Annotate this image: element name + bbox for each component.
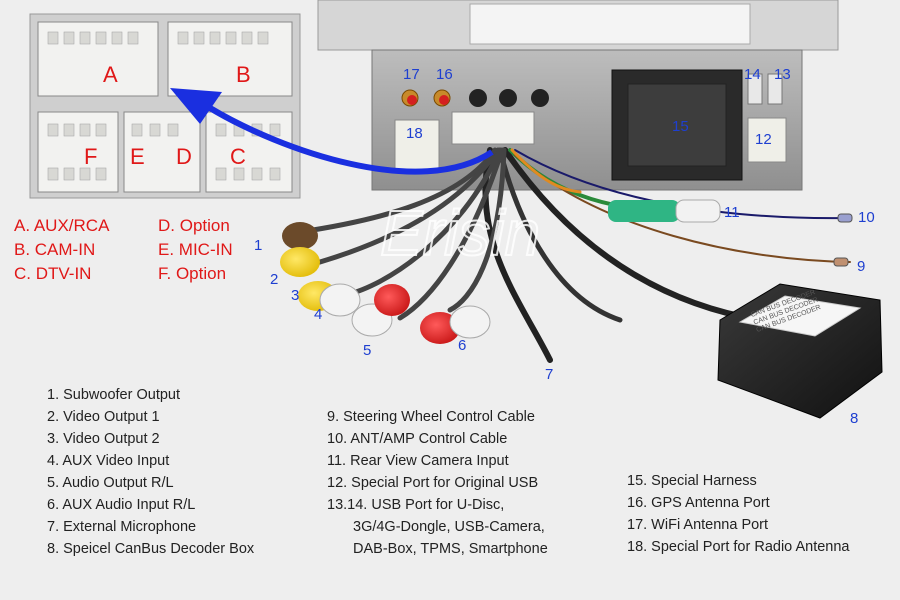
list-item: 6. AUX Audio Input R/L: [47, 497, 196, 513]
connector-label-c: C: [230, 144, 246, 169]
list-item: 4. AUX Video Input: [47, 453, 170, 469]
callout-11: 11: [724, 204, 740, 221]
list-item: DAB-Box, TPMS, Smartphone: [353, 541, 548, 557]
list-item: 1. Subwoofer Output: [47, 387, 180, 403]
callout-2: 2: [270, 271, 279, 288]
legend-d: D. Option: [158, 216, 230, 235]
sensor-leads: [833, 213, 853, 267]
callout-12: 12: [755, 131, 772, 148]
legend-list-1: 1. Subwoofer Output 2. Video Output 1 3.…: [47, 384, 254, 560]
callout-10: 10: [858, 209, 875, 226]
list-item: 10. ANT/AMP Control Cable: [327, 431, 508, 447]
list-item: 8. Speicel CanBus Decoder Box: [47, 541, 255, 557]
head-unit: [317, 0, 839, 191]
callout-17: 17: [403, 66, 420, 83]
connector-legend-left: A. AUX/RCA B. CAM-IN C. DTV-IN: [14, 214, 109, 286]
connector-label-e: E: [130, 144, 145, 169]
list-item: 16. GPS Antenna Port: [627, 495, 770, 511]
rca-plugs: [280, 222, 491, 344]
callout-3: 3: [291, 287, 300, 304]
legend-list-3: 15. Special Harness 16. GPS Antenna Port…: [627, 470, 849, 558]
legend-b: B. CAM-IN: [14, 240, 96, 259]
callout-15: 15: [672, 118, 689, 135]
list-item: 5. Audio Output R/L: [47, 475, 174, 491]
list-item: 11. Rear View Camera Input: [327, 453, 509, 469]
callout-5: 5: [363, 342, 372, 359]
watermark: Erisin: [380, 197, 540, 269]
list-item: 12. Special Port for Original USB: [327, 475, 539, 491]
decoder-box: [717, 283, 883, 419]
callout-7: 7: [545, 366, 554, 383]
callout-4: 4: [314, 306, 323, 323]
list-item: 3G/4G-Dongle, USB-Camera,: [353, 519, 545, 535]
callout-6: 6: [458, 337, 467, 354]
connector-label-f: F: [84, 144, 98, 169]
legend-list-2: 9. Steering Wheel Control Cable 10. ANT/…: [327, 406, 548, 560]
pointer-arrow: [170, 88, 494, 175]
list-item: 18. Special Port for Radio Antenna: [627, 539, 850, 555]
legend-a: A. AUX/RCA: [14, 216, 110, 235]
list-item: 9. Steering Wheel Control Cable: [327, 409, 535, 425]
legend-f: F. Option: [158, 264, 227, 283]
callout-18: 18: [406, 125, 423, 142]
list-item: 3. Video Output 2: [47, 431, 160, 447]
legend-e: E. MIC-IN: [158, 240, 233, 259]
connector-legend-right: D. Option E. MIC-IN F. Option: [158, 214, 233, 286]
legend-c: C. DTV-IN: [14, 264, 92, 283]
callout-9: 9: [857, 258, 866, 275]
connector-label-a: A: [103, 62, 118, 87]
connector-closeup: [29, 13, 301, 199]
cable-bundle: [297, 147, 851, 363]
callout-1: 1: [254, 237, 263, 254]
list-item: 7. External Microphone: [47, 519, 197, 535]
connector-label-d: D: [176, 144, 192, 169]
list-item: 15. Special Harness: [627, 473, 757, 489]
callout-14: 14: [744, 66, 761, 83]
callout-8: 8: [850, 410, 859, 427]
connector-label-b: B: [236, 62, 251, 87]
list-item: 17. WiFi Antenna Port: [627, 517, 769, 533]
callout-16: 16: [436, 66, 453, 83]
camera-rca-plug: [608, 199, 721, 223]
list-item: 2. Video Output 1: [47, 409, 160, 425]
list-item: 13.14. USB Port for U-Disc,: [327, 497, 505, 513]
callout-13: 13: [774, 66, 791, 83]
